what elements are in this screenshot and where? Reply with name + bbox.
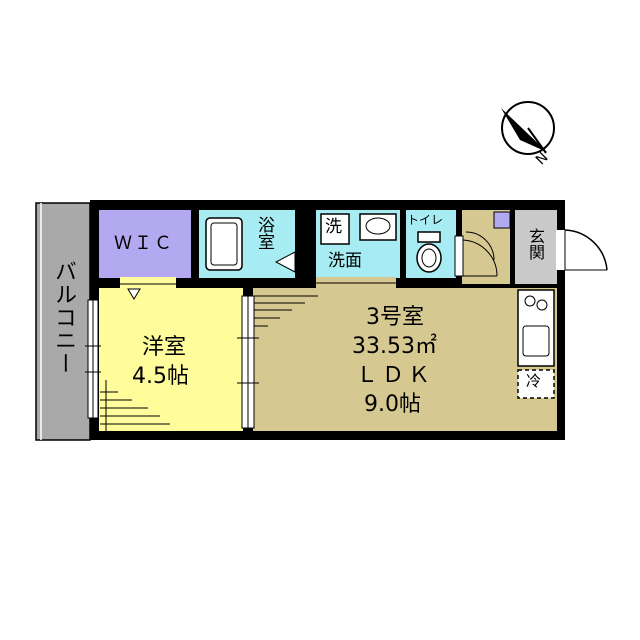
fridge-label: 冷 bbox=[526, 372, 542, 390]
western-room bbox=[99, 288, 243, 431]
toilet-icon bbox=[416, 231, 442, 273]
western-room-name: 洋室 bbox=[142, 335, 187, 360]
western-room-size: 4.5帖 bbox=[132, 364, 189, 389]
ldk-room bbox=[253, 288, 557, 431]
washer bbox=[320, 213, 350, 245]
storage-lines bbox=[100, 380, 170, 431]
bathtub bbox=[205, 217, 243, 271]
wic-room bbox=[99, 210, 191, 278]
balcony-label: バルコニー bbox=[51, 260, 76, 375]
balcony bbox=[35, 202, 91, 441]
wic-label: ＷＩＣ bbox=[114, 233, 174, 254]
ldk-area: 33.53㎡ bbox=[352, 334, 437, 359]
bath-label: 浴室 bbox=[254, 216, 274, 250]
fridge-space bbox=[517, 369, 555, 399]
ldk-lines bbox=[254, 295, 318, 327]
compass-icon bbox=[501, 101, 555, 155]
washer-label: 洗 bbox=[325, 217, 342, 237]
ldk-name: ＬＤＫ bbox=[356, 363, 435, 388]
ldk-unit: 3号室 bbox=[366, 305, 424, 330]
entrance-room bbox=[515, 210, 557, 284]
washroom-label: 洗面 bbox=[328, 251, 362, 271]
toilet-label: トイレ bbox=[407, 213, 444, 227]
ldk-size: 9.0帖 bbox=[364, 392, 421, 417]
entrance-label: 玄関 bbox=[526, 228, 545, 260]
